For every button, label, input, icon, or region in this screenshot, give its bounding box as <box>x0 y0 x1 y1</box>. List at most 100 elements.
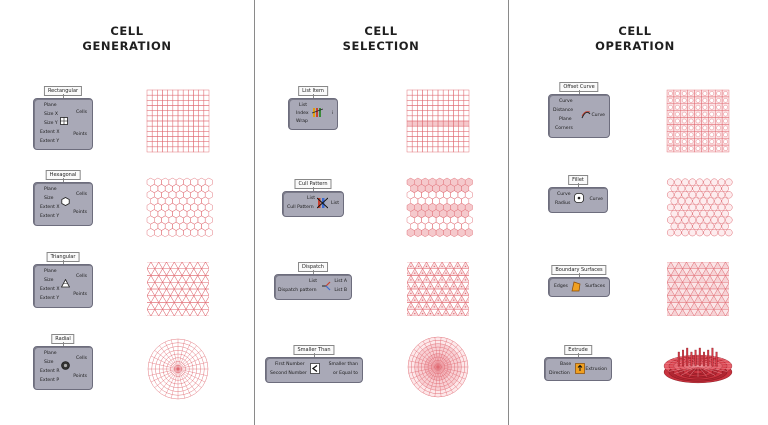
triangle-cell <box>422 262 431 269</box>
grid-cell <box>157 89 163 96</box>
triangular-component[interactable]: Triangular Plane Size Extent X Extent Y … <box>33 252 93 308</box>
input-cull-pattern[interactable]: Cull Pattern <box>287 205 314 210</box>
grid-cell <box>463 100 470 106</box>
input-plane[interactable]: Plane <box>44 269 57 274</box>
triangle-cell <box>158 275 167 283</box>
cell-dot <box>414 272 416 274</box>
surface-cell <box>725 309 729 316</box>
grid-cell <box>411 110 418 117</box>
radial-spoke <box>154 368 179 388</box>
cell-dot <box>473 306 474 307</box>
fillet-circle <box>725 191 733 199</box>
input-extent-y[interactable]: Extent Y <box>40 296 60 301</box>
grid-cell <box>417 89 423 96</box>
input-first-number[interactable]: First Number <box>275 362 305 367</box>
input-list[interactable]: List <box>309 279 318 284</box>
output-curve[interactable]: Curve <box>589 197 603 202</box>
input-edges[interactable]: Edges <box>554 284 568 289</box>
output-curve[interactable]: Curve <box>591 113 605 118</box>
smaller-than-component[interactable]: Smaller Than First Number Second Number … <box>265 345 363 383</box>
triangle-cell <box>201 288 209 296</box>
cell-dot <box>437 299 439 301</box>
triangle-cell <box>437 275 447 283</box>
grid-cell <box>193 125 199 132</box>
grid-cell <box>167 125 174 132</box>
offset-circle <box>675 125 680 131</box>
offset-curve-icon <box>581 111 591 119</box>
list-item-component[interactable]: List Item List Index Wrap i <box>288 86 338 130</box>
boundary-surfaces-component[interactable]: Boundary Surfaces Edges Surfaces <box>548 265 610 297</box>
input-distance[interactable]: Distance <box>553 108 574 113</box>
offset-curve-component[interactable]: Offset Curve Curve Distance Plane Corner… <box>548 82 610 138</box>
input-size[interactable]: Size <box>44 196 54 201</box>
grid-cell <box>411 94 418 101</box>
output-points[interactable]: Points <box>73 374 87 379</box>
input-curve[interactable]: Curve <box>557 192 571 197</box>
input-extent-p[interactable]: Extent P <box>40 378 60 383</box>
output-or-equal-to[interactable]: or Equal to <box>332 371 358 376</box>
input-index[interactable]: Index <box>296 111 309 116</box>
input-base[interactable]: Base <box>560 362 572 367</box>
grid-cell <box>177 100 184 106</box>
fillet-component[interactable]: Fillet Curve Radius Curve <box>548 175 608 213</box>
output-cells[interactable]: Cells <box>76 110 87 115</box>
triangle-cell <box>185 302 195 310</box>
output-list-a[interactable]: List A <box>334 279 347 284</box>
surface-cell <box>725 296 729 303</box>
radial-center <box>436 365 440 369</box>
input-radius[interactable]: Radius <box>555 201 571 206</box>
grid-cell <box>432 89 439 96</box>
input-size-x[interactable]: Size X <box>44 112 59 117</box>
input-direction[interactable]: Direction <box>549 371 570 376</box>
input-corners[interactable]: Corners <box>555 126 573 131</box>
input-curve[interactable]: Curve <box>559 99 573 104</box>
triangle-cell <box>441 268 451 276</box>
output-cells[interactable]: Cells <box>76 192 87 197</box>
input-plane[interactable]: Plane <box>44 351 57 356</box>
input-wrap[interactable]: Wrap <box>296 119 308 124</box>
input-plane[interactable]: Plane <box>44 187 57 192</box>
input-size-y[interactable]: Size Y <box>44 121 58 126</box>
hexagonal-component[interactable]: Hexagonal Plane Size Extent X Extent Y C… <box>33 170 93 226</box>
grid-cell <box>198 125 205 132</box>
input-plane[interactable]: Plane <box>44 103 57 108</box>
output-smaller-than[interactable]: Smaller than <box>328 362 358 367</box>
input-size[interactable]: Size <box>44 360 54 365</box>
input-extent-x[interactable]: Extent X <box>40 130 60 135</box>
rectangular-component[interactable]: Rectangular Plane Size X Size Y Extent X… <box>33 86 93 150</box>
grid-cell <box>198 94 205 101</box>
input-extent-r[interactable]: Extent R <box>40 369 60 374</box>
input-list[interactable]: List <box>299 103 308 108</box>
extrude-component[interactable]: Extrude Base Direction Extrusion <box>544 345 612 381</box>
output-cells[interactable]: Cells <box>76 274 87 279</box>
output-points[interactable]: Points <box>73 292 87 297</box>
fillet-circle <box>696 178 704 186</box>
input-extent-x[interactable]: Extent X <box>40 205 60 210</box>
input-extent-y[interactable]: Extent Y <box>40 139 60 144</box>
input-list[interactable]: List <box>307 196 316 201</box>
grid-cell <box>203 105 210 111</box>
output-list[interactable]: List <box>330 201 339 206</box>
output-points[interactable]: Points <box>73 132 87 137</box>
output-item[interactable]: i <box>331 111 333 116</box>
output-list-b[interactable]: List B <box>334 288 347 293</box>
output-points[interactable]: Points <box>73 210 87 215</box>
input-extent-y[interactable]: Extent Y <box>40 214 60 219</box>
radial-spoke <box>164 368 179 397</box>
output-extrusion[interactable]: Extrusion <box>585 367 607 372</box>
output-cells[interactable]: Cells <box>76 356 87 361</box>
input-size[interactable]: Size <box>44 278 54 283</box>
radial-component[interactable]: Radial Plane Size Extent R Extent P Cell… <box>33 334 93 390</box>
grid-cell <box>203 120 210 127</box>
triangle-cell <box>430 302 439 310</box>
triangle-cell <box>453 302 462 310</box>
input-dispatch-pattern[interactable]: Dispatch pattern <box>278 288 317 293</box>
input-plane[interactable]: Plane <box>559 117 572 122</box>
dispatch-component[interactable]: Dispatch List Dispatch pattern List A Li… <box>274 262 352 300</box>
input-second-number[interactable]: Second Number <box>270 371 307 376</box>
input-extent-x[interactable]: Extent X <box>40 287 60 292</box>
cull-pattern-component[interactable]: Cull Pattern List Cull Pattern List <box>282 179 344 217</box>
output-surfaces[interactable]: Surfaces <box>585 284 605 289</box>
triangle-cell <box>147 302 156 310</box>
triangle-grid-icon <box>61 279 70 288</box>
